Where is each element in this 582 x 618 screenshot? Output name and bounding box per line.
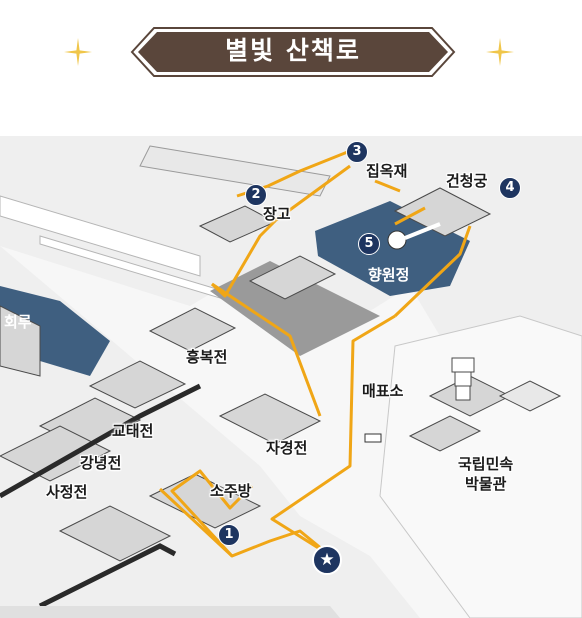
label-gyeonghoeru: 회루 (4, 313, 32, 331)
label-heungbokjeon: 흥복전 (186, 348, 228, 366)
label-jango: 장고 (263, 205, 291, 223)
palace-map (0, 136, 582, 618)
label-jagyeongjeon: 자경전 (266, 439, 308, 457)
label-museum-line2: 박물관 (465, 475, 507, 493)
label-sojubang: 소주방 (210, 482, 252, 500)
marker-4[interactable]: 4 (499, 177, 521, 199)
label-ticket-office: 매표소 (362, 382, 404, 400)
label-sajeongjeon: 사정전 (46, 483, 88, 501)
page-title: 별빛 산책로 (225, 36, 361, 65)
header: 별빛 산책로 (0, 0, 582, 100)
heungbokjeon-courtyard (210, 261, 380, 356)
label-museum-line1: 국립민속 (458, 455, 514, 473)
label-hyangwonjeong: 향원정 (368, 266, 410, 284)
marker-3[interactable]: 3 (346, 141, 368, 163)
label-jipokjae: 집옥재 (366, 162, 408, 180)
title-banner (130, 27, 456, 77)
marker-5[interactable]: 5 (358, 233, 380, 255)
sparkle-icon-left (64, 38, 92, 66)
label-gangnyeongjeon: 강녕전 (80, 454, 122, 472)
sparkle-icon-right (486, 38, 514, 66)
marker-2[interactable]: 2 (245, 184, 267, 206)
label-gyotaejeon: 교태전 (112, 422, 154, 440)
marker-1[interactable]: 1 (218, 524, 240, 546)
start-star-icon[interactable]: ★ (312, 545, 342, 575)
label-geoncheonggung: 건청궁 (446, 172, 488, 190)
